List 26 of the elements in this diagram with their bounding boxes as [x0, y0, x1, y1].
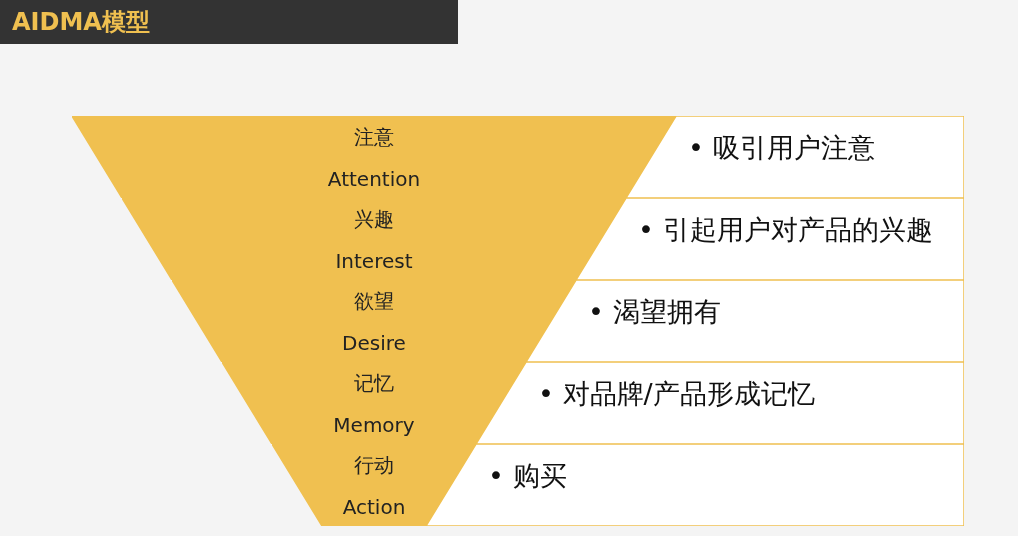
stage-english-name: Desire: [341, 331, 407, 355]
stage-english-name: Interest: [334, 249, 414, 273]
funnel-stage: [72, 116, 676, 198]
funnel-stage: [172, 280, 576, 362]
description-panel: [526, 280, 964, 362]
funnel-stage: [272, 444, 476, 526]
description-text: • 购买: [488, 459, 567, 493]
description-text: • 对品牌/产品形成记忆: [538, 377, 815, 411]
stage-name: 欲望: [353, 288, 395, 315]
stage-english-name: Attention: [326, 167, 422, 191]
description-panel: [476, 362, 964, 444]
stage-name: 记忆: [353, 370, 395, 397]
stage-name: 兴趣: [353, 206, 395, 233]
description-panel: [576, 198, 964, 280]
stage-name: 注意: [353, 124, 395, 151]
stage-name: 行动: [353, 452, 395, 479]
description-panel: [626, 116, 964, 198]
description-text: • 引起用户对产品的兴趣: [638, 213, 933, 247]
funnel-stage: [122, 198, 626, 280]
stage-english-name: Action: [341, 495, 407, 519]
description-text: • 吸引用户注意: [688, 131, 875, 165]
stage-english-name: Memory: [332, 413, 416, 437]
description-panel: [426, 444, 964, 526]
title-bar: AIDMA模型: [0, 0, 458, 44]
funnel-stage: [222, 362, 526, 444]
description-text: • 渴望拥有: [588, 295, 721, 329]
